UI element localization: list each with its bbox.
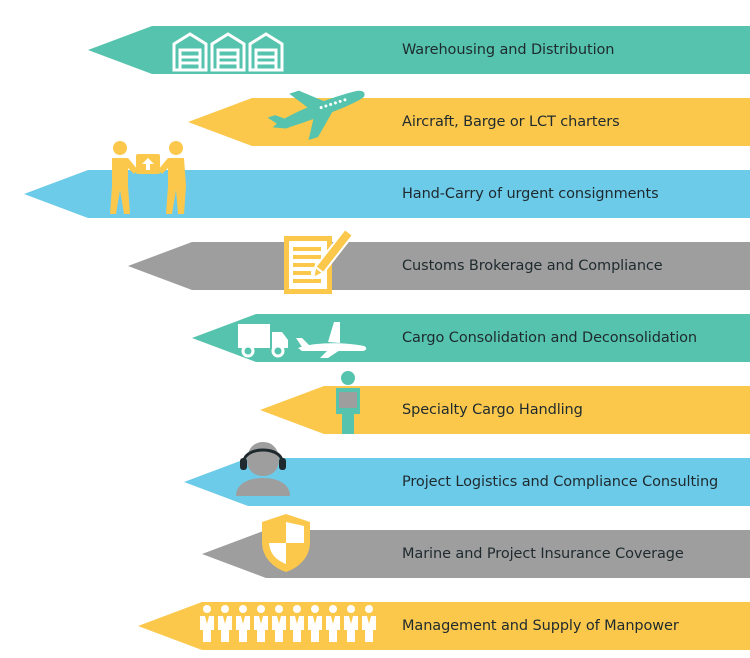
hand-carry-icon [110,141,186,214]
service-label: Warehousing and Distribution [402,42,615,58]
shield-icon [262,514,310,572]
service-label: Specialty Cargo Handling [402,402,583,418]
consultant-headset-icon [236,442,290,496]
service-label: Management and Supply of Manpower [402,618,679,634]
service-label: Customs Brokerage and Compliance [402,258,663,274]
service-label: Project Logistics and Compliance Consult… [402,474,719,490]
service-label: Marine and Project Insurance Coverage [402,546,684,562]
truck-plane-icon [238,322,367,358]
service-label: Cargo Consolidation and Deconsolidation [402,330,697,346]
service-label: Hand-Carry of urgent consignments [402,186,659,202]
airplane-icon [267,90,365,140]
document-pencil-icon [284,228,355,294]
service-label: Aircraft, Barge or LCT charters [402,114,620,130]
service-band-hand-carry [24,170,750,218]
workforce-icon [200,605,376,642]
porter-icon [336,371,360,434]
warehouse-icon [172,32,284,72]
service-band-customs [128,242,750,290]
